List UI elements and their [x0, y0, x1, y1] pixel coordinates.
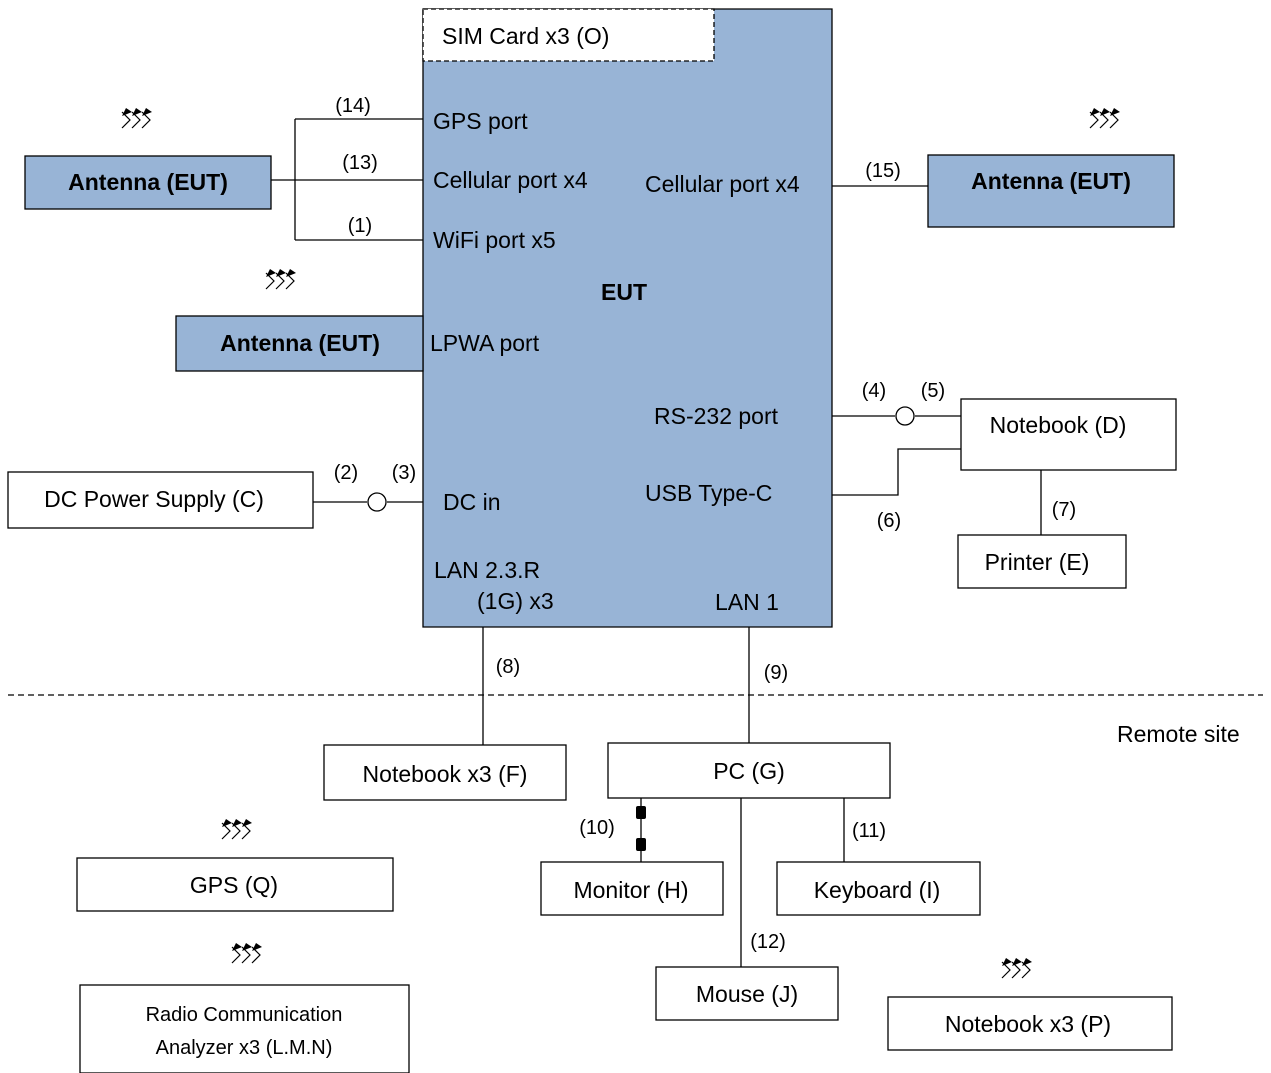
usb-typec-cable [832, 448, 961, 496]
notebook-p-label: Notebook x3 (P) [945, 1011, 1111, 1037]
mouse-j-box [655, 966, 839, 1021]
rs232-ferrite-icon [895, 406, 915, 426]
cable-label-13: (13) [342, 152, 378, 174]
monitor-cable-connector-bottom-icon [636, 838, 646, 851]
notebook-d-label: Notebook (D) [990, 412, 1127, 438]
antenna-lpwa-box [175, 315, 424, 372]
mouse-j-label: Mouse (J) [696, 981, 798, 1007]
eut-block [422, 8, 833, 628]
cable-label-3: (3) [392, 462, 416, 484]
lpwa-port-label: LPWA port [430, 330, 540, 356]
dc-power-supply-label: DC Power Supply (C) [44, 486, 264, 512]
antenna-right-label: Antenna (EUT) [971, 168, 1131, 194]
antenna-left-box [24, 155, 272, 210]
dc-in-port-label: DC in [443, 489, 501, 515]
cable-label-12: (12) [750, 931, 786, 953]
notebook-d-box [960, 398, 1177, 471]
analyzer-label-line2: Analyzer x3 (L.M.N) [156, 1037, 333, 1059]
analyzer-wave-icon [231, 942, 263, 964]
pc-g-label: PC (G) [713, 758, 785, 784]
rs232-port-label: RS-232 port [654, 403, 779, 429]
cable-label-14: (14) [335, 95, 371, 117]
gps-port-label: GPS port [433, 108, 528, 134]
cable-label-4: (4) [862, 380, 886, 402]
cable-label-10: (10) [579, 817, 615, 839]
dc-power-supply-box [7, 471, 314, 529]
cable-label-15: (15) [865, 160, 901, 182]
cable-label-5: (5) [921, 380, 945, 402]
antenna-right-box [927, 154, 1175, 228]
antenna-left-cables [271, 118, 423, 241]
antenna-right-wave-icon [1089, 107, 1121, 129]
cellular-port-right-label: Cellular port x4 [645, 171, 800, 197]
antenna-lpwa-wave-icon [265, 268, 297, 290]
remote-site-label: Remote site [1117, 721, 1240, 747]
lan-multi-label-line2: (1G) x3 [477, 588, 554, 614]
antenna-lpwa-label: Antenna (EUT) [220, 330, 380, 356]
analyzer-box [79, 984, 410, 1073]
cable-label-1: (1) [348, 215, 372, 237]
keyboard-i-label: Keyboard (I) [814, 877, 941, 903]
ferrite-core-icon [367, 492, 387, 512]
sim-card-slot [422, 8, 715, 62]
cable-label-2: (2) [334, 462, 358, 484]
monitor-h-label: Monitor (H) [573, 877, 688, 903]
cable-label-7: (7) [1052, 499, 1076, 521]
notebook-f-label: Notebook x3 (F) [363, 761, 528, 787]
pc-g-box [607, 742, 891, 799]
notebook-f-box [323, 744, 567, 801]
lan-multi-label-line1: LAN 2.3.R [434, 557, 540, 583]
gps-q-label: GPS (Q) [190, 872, 278, 898]
notebook-p-wave-icon [1001, 957, 1033, 979]
gps-q-wave-icon [221, 818, 253, 840]
printer-e-box [957, 534, 1127, 589]
antenna-left-label: Antenna (EUT) [68, 169, 228, 195]
antenna-left-wave-icon [121, 107, 153, 129]
monitor-h-box [540, 861, 724, 916]
wifi-port-label: WiFi port x5 [433, 227, 556, 253]
cable-label-8: (8) [496, 656, 520, 678]
eut-title: EUT [601, 279, 647, 305]
printer-e-label: Printer (E) [985, 549, 1090, 575]
cable-label-9: (9) [764, 662, 788, 684]
cable-label-11: (11) [852, 820, 886, 842]
lan1-port-label: LAN 1 [715, 589, 779, 615]
cable-label-6: (6) [877, 510, 901, 532]
gps-q-box [76, 857, 394, 912]
analyzer-label-line1: Radio Communication [146, 1004, 343, 1026]
notebook-p-box [887, 996, 1173, 1051]
keyboard-i-box [776, 861, 981, 916]
usb-typec-port-label: USB Type-C [645, 480, 772, 506]
sim-card-label: SIM Card x3 (O) [442, 23, 609, 49]
cellular-port-left-label: Cellular port x4 [433, 167, 588, 193]
monitor-cable-connector-top-icon [636, 806, 646, 819]
